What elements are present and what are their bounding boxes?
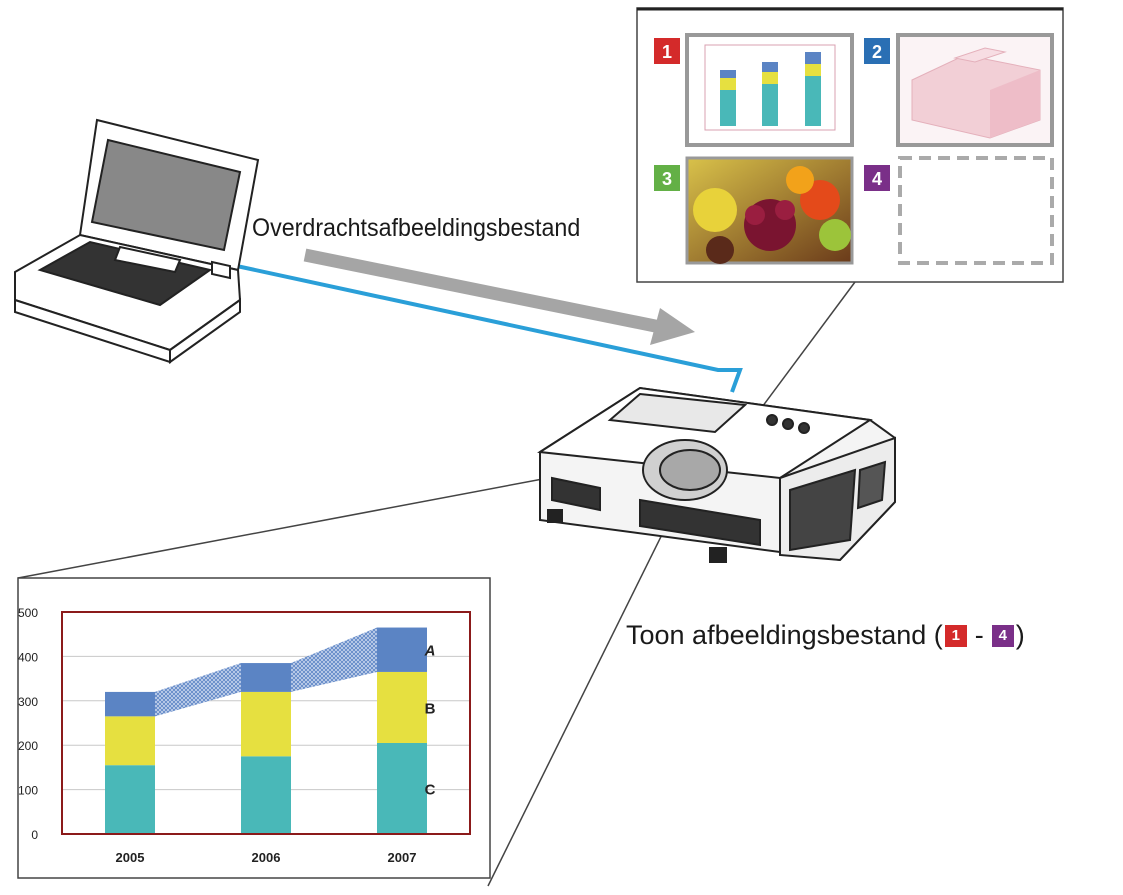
transfer-arrow-shaft: [303, 248, 667, 335]
y-tick-label: 200: [18, 739, 38, 753]
stacked-bar-chart: 0 100 200 300 400 500 2005 2006 2007 C B A: [18, 606, 471, 865]
bar-segment: [241, 663, 291, 692]
bar-segment: [377, 671, 427, 743]
display-label-text: Toon afbeeldingsbestand (: [626, 620, 943, 650]
slot-4-empty: [898, 156, 1054, 265]
zoom-line-bottom: [487, 477, 691, 887]
y-tick-label: 500: [18, 606, 38, 620]
cable: [231, 263, 743, 393]
bar-segment: [241, 756, 291, 834]
bar-segment: [241, 691, 291, 757]
x-tick-label: 2007: [388, 850, 417, 865]
series-label: A: [424, 643, 436, 660]
bar-segment: [105, 716, 155, 766]
series-label: C: [425, 781, 436, 798]
slot-2: [896, 33, 1054, 147]
bar-segment: [377, 627, 427, 672]
slot-3: [685, 156, 854, 265]
slot-badge-3: 3: [654, 165, 680, 191]
slot-badge-4: 4: [864, 165, 890, 191]
display-label-close: ): [1015, 620, 1025, 650]
svg-text:1: 1: [662, 42, 672, 62]
bar-segment: [105, 691, 155, 717]
display-badge-from: 1: [944, 624, 967, 647]
zoomed-chart-panel: 0 100 200 300 400 500 2005 2006 2007 C B A: [17, 577, 491, 879]
thumbnail-panel: 1 2 3 4: [636, 7, 1064, 283]
x-tick-label: 2005: [116, 850, 145, 865]
x-tick-label: 2006: [252, 850, 281, 865]
svg-text:3: 3: [662, 169, 672, 189]
series-connector: [155, 663, 241, 717]
y-tick-label: 0: [31, 828, 38, 842]
transfer-label: Overdrachtsafbeeldingsbestand: [252, 214, 581, 242]
slot-1: [685, 33, 854, 147]
transfer-arrow-head: [650, 308, 695, 345]
svg-text:2: 2: [872, 42, 882, 62]
y-tick-label: 400: [18, 650, 38, 664]
svg-text:4: 4: [872, 169, 882, 189]
display-label: Toon afbeeldingsbestand ( 1 - 4 ): [626, 620, 1025, 651]
y-tick-label: 300: [18, 695, 38, 709]
bar-segment: [105, 765, 155, 834]
slot-badge-1: 1: [654, 38, 680, 64]
series-label: B: [425, 700, 436, 717]
plot-frame: [61, 611, 471, 835]
y-tick-label: 100: [18, 784, 38, 798]
series-connector: [291, 627, 377, 692]
bar-segment: [377, 742, 427, 834]
zoom-line-left: [17, 477, 549, 579]
projector-illustration: [537, 386, 896, 563]
display-label-separator: -: [974, 620, 984, 650]
display-badge-to: 4: [991, 624, 1014, 647]
laptop-illustration: [14, 118, 260, 364]
slot-badge-2: 2: [864, 38, 890, 64]
